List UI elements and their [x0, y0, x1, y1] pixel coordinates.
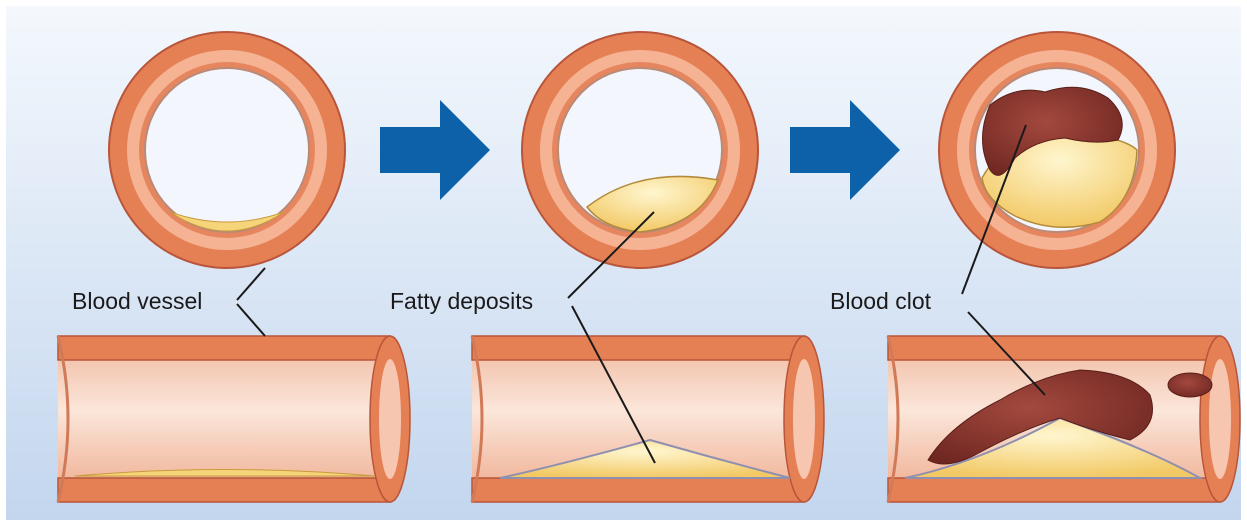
vessel-long-fatty: [472, 336, 824, 502]
label-fatty-deposits: Fatty deposits: [390, 288, 533, 314]
cross-section-healthy: [109, 32, 345, 268]
label-blood-clot: Blood clot: [830, 288, 932, 314]
vessel-long-healthy: [58, 336, 410, 502]
cross-section-fatty: [522, 32, 758, 268]
cross-section-clot: [939, 32, 1175, 268]
label-blood-vessel: Blood vessel: [72, 288, 202, 314]
clot-fragment: [1168, 373, 1212, 397]
vessel-long-clot: [888, 336, 1240, 502]
